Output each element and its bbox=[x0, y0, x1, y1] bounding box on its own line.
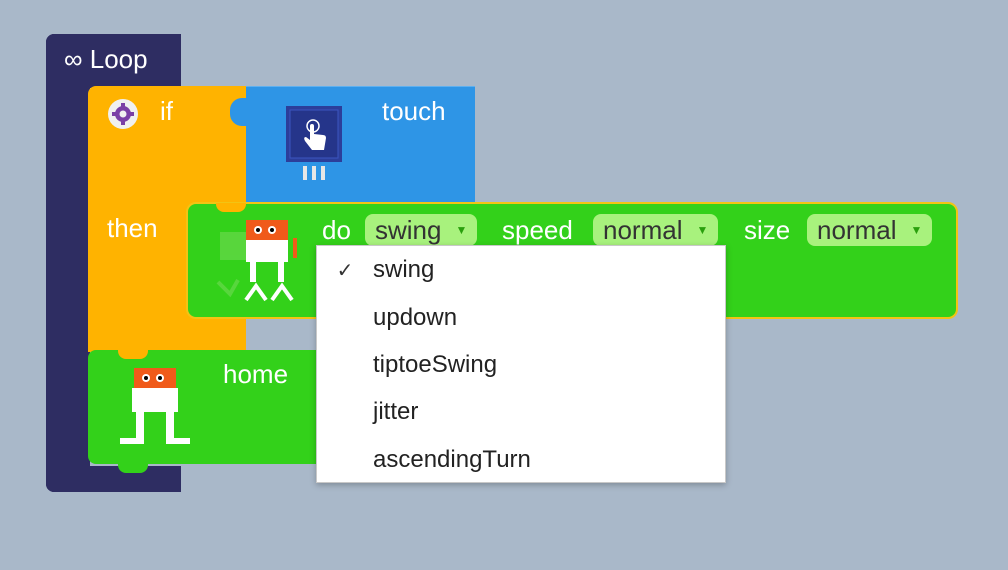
dropdown-option-updown[interactable]: updown bbox=[373, 304, 458, 331]
touch-sensor-icon bbox=[286, 106, 342, 182]
loop-block-header[interactable] bbox=[46, 34, 181, 88]
dropdown-arrow-icon: ▼ bbox=[696, 223, 709, 237]
dropdown-option-ascendingturn[interactable]: ascendingTurn bbox=[373, 446, 531, 473]
touch-label: touch bbox=[382, 96, 446, 126]
size-label: size bbox=[744, 215, 791, 245]
home-block-tab bbox=[118, 464, 148, 473]
if-label: if bbox=[160, 96, 173, 126]
dropdown-arrow-icon: ▼ bbox=[455, 223, 468, 237]
move-dropdown[interactable]: swing ▼ bbox=[365, 214, 478, 246]
then-label: then bbox=[107, 213, 158, 243]
dropdown-arrow-icon: ▼ bbox=[910, 223, 923, 237]
robot-swing-icon bbox=[216, 218, 300, 304]
dropdown-option-jitter[interactable]: jitter bbox=[373, 398, 419, 425]
touch-block[interactable] bbox=[246, 86, 475, 207]
do-block-notch bbox=[216, 203, 246, 212]
speed-label: speed bbox=[502, 215, 573, 245]
home-block-notch bbox=[118, 350, 148, 359]
robot-home-icon bbox=[118, 366, 192, 448]
loop-label: ∞ Loop bbox=[64, 44, 148, 74]
loop-block-bottom[interactable] bbox=[46, 466, 181, 492]
checkmark-icon: ✓ bbox=[336, 259, 354, 282]
size-dropdown[interactable]: normal ▼ bbox=[807, 214, 933, 246]
touch-block-connector bbox=[230, 98, 254, 126]
dropdown-option-tiptoeswing[interactable]: tiptoeSwing bbox=[373, 351, 498, 378]
speed-dropdown-value: normal bbox=[603, 214, 683, 245]
size-dropdown-value: normal bbox=[817, 214, 897, 245]
do-label: do bbox=[322, 215, 351, 245]
move-dropdown-menu: ✓ swing updown tiptoeSwing jitter ascend… bbox=[316, 245, 726, 483]
gear-icon[interactable] bbox=[108, 99, 138, 129]
speed-dropdown[interactable]: normal ▼ bbox=[593, 214, 719, 246]
home-block[interactable] bbox=[88, 350, 320, 464]
dropdown-option-swing[interactable]: ✓ swing bbox=[317, 248, 725, 292]
loop-block[interactable] bbox=[46, 34, 90, 492]
home-label: home bbox=[223, 359, 289, 389]
move-dropdown-value: swing bbox=[375, 214, 442, 245]
